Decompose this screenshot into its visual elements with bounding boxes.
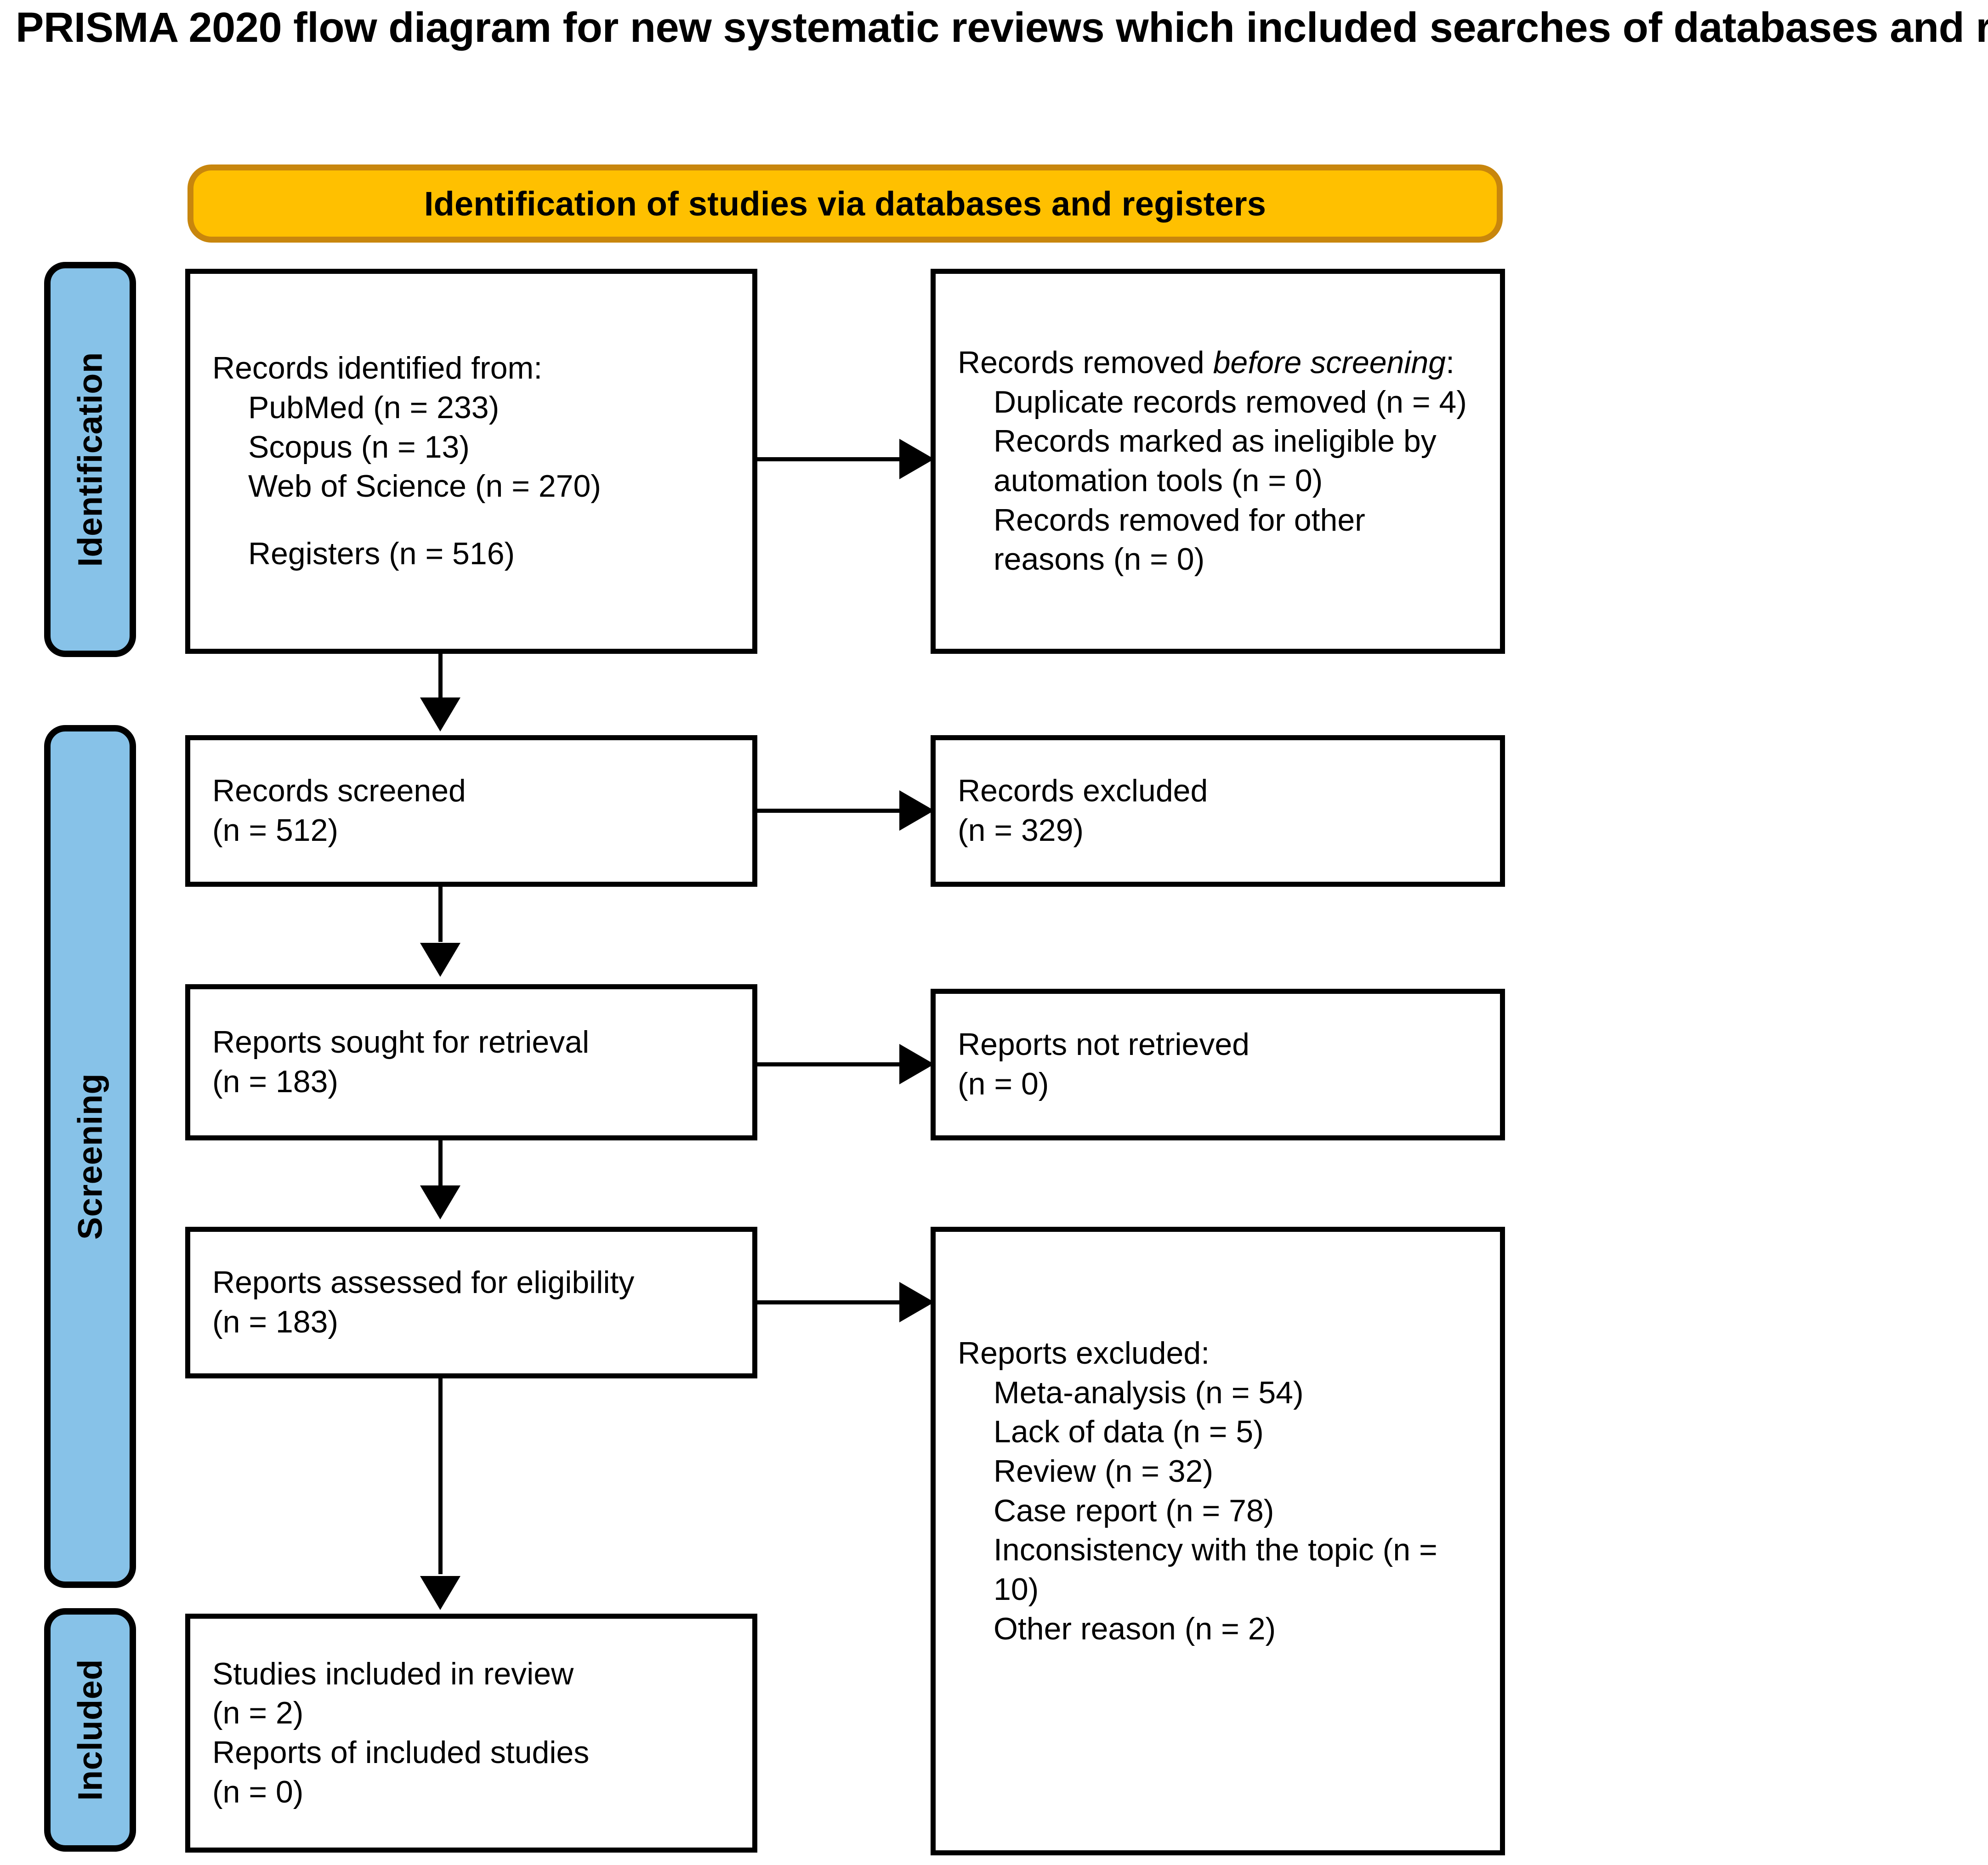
- records-removed-duplicates: Duplicate records removed (n = 4): [994, 384, 1467, 419]
- stage-pill-identification: Identification: [44, 262, 136, 657]
- page-title: PRISMA 2020 flow diagram for new systema…: [16, 4, 1988, 51]
- connector-identified-to-screened: [438, 654, 443, 703]
- box-reports-assessed-for-eligibility: Reports assessed for eligibility (n = 18…: [185, 1227, 757, 1378]
- reports-not-retrieved-label: Reports not retrieved: [958, 1027, 1250, 1062]
- arrow-down-icon-sought-to-assessed: [420, 1185, 460, 1219]
- connector-screened-to-excluded: [757, 809, 904, 813]
- reports-excluded-heading: Reports excluded:: [958, 1336, 1210, 1371]
- records-identified-heading: Records identified from:: [212, 351, 543, 386]
- stage-pill-screening: Screening: [44, 725, 136, 1588]
- reports-excluded-inconsistency: Inconsistency with the topic (n = 10): [994, 1532, 1437, 1607]
- box-records-identified-text: Records identified from: PubMed (n = 233…: [190, 349, 752, 574]
- connector-assessed-to-included: [438, 1378, 443, 1574]
- records-identified-spacer: [212, 506, 730, 534]
- reports-excluded-lack-of-data: Lack of data (n = 5): [994, 1414, 1264, 1450]
- connector-screened-to-sought: [438, 887, 443, 942]
- reports-not-retrieved-count: (n = 0): [958, 1066, 1049, 1101]
- records-removed-automation: Records marked as ineligible by automati…: [994, 424, 1437, 498]
- studies-included-count: (n = 2): [212, 1695, 304, 1731]
- records-identified-source-scopus: Scopus (n = 13): [248, 429, 470, 465]
- arrow-right-icon-sought-to-not-retrieved: [899, 1044, 934, 1084]
- box-studies-included: Studies included in review (n = 2) Repor…: [185, 1614, 757, 1853]
- reports-of-included-label: Reports of included studies: [212, 1735, 590, 1770]
- records-screened-label: Records screened: [212, 773, 466, 809]
- records-removed-heading-prefix: Records removed: [958, 345, 1213, 380]
- records-removed-heading-italic: before screening: [1213, 345, 1446, 380]
- box-reports-assessed-text: Reports assessed for eligibility (n = 18…: [190, 1263, 752, 1342]
- reports-sought-count: (n = 183): [212, 1064, 339, 1099]
- records-screened-count: (n = 512): [212, 813, 339, 848]
- box-reports-not-retrieved-text: Reports not retrieved (n = 0): [936, 1025, 1500, 1104]
- reports-excluded-other-reason: Other reason (n = 2): [994, 1611, 1276, 1646]
- records-removed-heading-suffix: :: [1446, 345, 1455, 380]
- records-removed-heading: Records removed before screening:: [958, 343, 1478, 383]
- arrow-down-icon-screened-to-sought: [420, 943, 460, 977]
- identification-banner: Identification of studies via databases …: [187, 164, 1503, 243]
- reports-sought-label: Reports sought for retrieval: [212, 1025, 590, 1060]
- connector-sought-to-not-retrieved: [757, 1062, 904, 1066]
- stage-label-identification: Identification: [71, 352, 109, 567]
- connector-sought-to-assessed: [438, 1140, 443, 1190]
- records-excluded-count: (n = 329): [958, 813, 1084, 848]
- box-records-removed-text: Records removed before screening: Duplic…: [936, 343, 1500, 579]
- stage-label-screening: Screening: [71, 1073, 109, 1240]
- arrow-down-icon-assessed-to-included: [420, 1576, 460, 1610]
- records-identified-registers: Registers (n = 516): [248, 536, 515, 572]
- arrow-right-icon-assessed-to-reports-excluded: [899, 1282, 934, 1322]
- stage-label-included: Included: [71, 1659, 109, 1801]
- reports-of-included-count: (n = 0): [212, 1774, 304, 1809]
- box-studies-included-text: Studies included in review (n = 2) Repor…: [190, 1655, 752, 1812]
- reports-excluded-review: Review (n = 32): [994, 1454, 1214, 1489]
- studies-included-label: Studies included in review: [212, 1656, 574, 1691]
- box-records-removed-before-screening: Records removed before screening: Duplic…: [931, 269, 1505, 654]
- records-identified-source-wos: Web of Science (n = 270): [248, 469, 601, 504]
- reports-assessed-count: (n = 183): [212, 1304, 339, 1339]
- records-excluded-label: Records excluded: [958, 773, 1208, 809]
- box-records-excluded: Records excluded (n = 329): [931, 735, 1505, 887]
- box-reports-sought-for-retrieval: Reports sought for retrieval (n = 183): [185, 984, 757, 1140]
- box-records-screened: Records screened (n = 512): [185, 735, 757, 887]
- identification-banner-label: Identification of studies via databases …: [424, 184, 1267, 223]
- stage-pill-included: Included: [44, 1608, 136, 1852]
- reports-assessed-label: Reports assessed for eligibility: [212, 1265, 635, 1300]
- connector-identified-to-removed: [757, 457, 904, 461]
- connector-assessed-to-reports-excluded: [757, 1300, 904, 1304]
- arrow-right-icon-screened-to-excluded: [899, 790, 934, 831]
- box-reports-not-retrieved: Reports not retrieved (n = 0): [931, 989, 1505, 1140]
- box-reports-excluded-text: Reports excluded: Meta-analysis (n = 54)…: [936, 1334, 1500, 1649]
- box-records-excluded-text: Records excluded (n = 329): [936, 771, 1500, 850]
- box-records-screened-text: Records screened (n = 512): [190, 771, 752, 850]
- reports-excluded-case-report: Case report (n = 78): [994, 1493, 1274, 1528]
- records-removed-other: Records removed for other reasons (n = 0…: [994, 502, 1365, 577]
- box-records-identified: Records identified from: PubMed (n = 233…: [185, 269, 757, 654]
- box-reports-sought-text: Reports sought for retrieval (n = 183): [190, 1023, 752, 1101]
- box-reports-excluded: Reports excluded: Meta-analysis (n = 54)…: [931, 1227, 1505, 1855]
- arrow-down-icon-identified-to-screened: [420, 697, 460, 731]
- arrow-right-icon-identified-to-removed: [899, 439, 934, 479]
- records-identified-source-pubmed: PubMed (n = 233): [248, 390, 500, 425]
- reports-excluded-meta-analysis: Meta-analysis (n = 54): [994, 1375, 1304, 1410]
